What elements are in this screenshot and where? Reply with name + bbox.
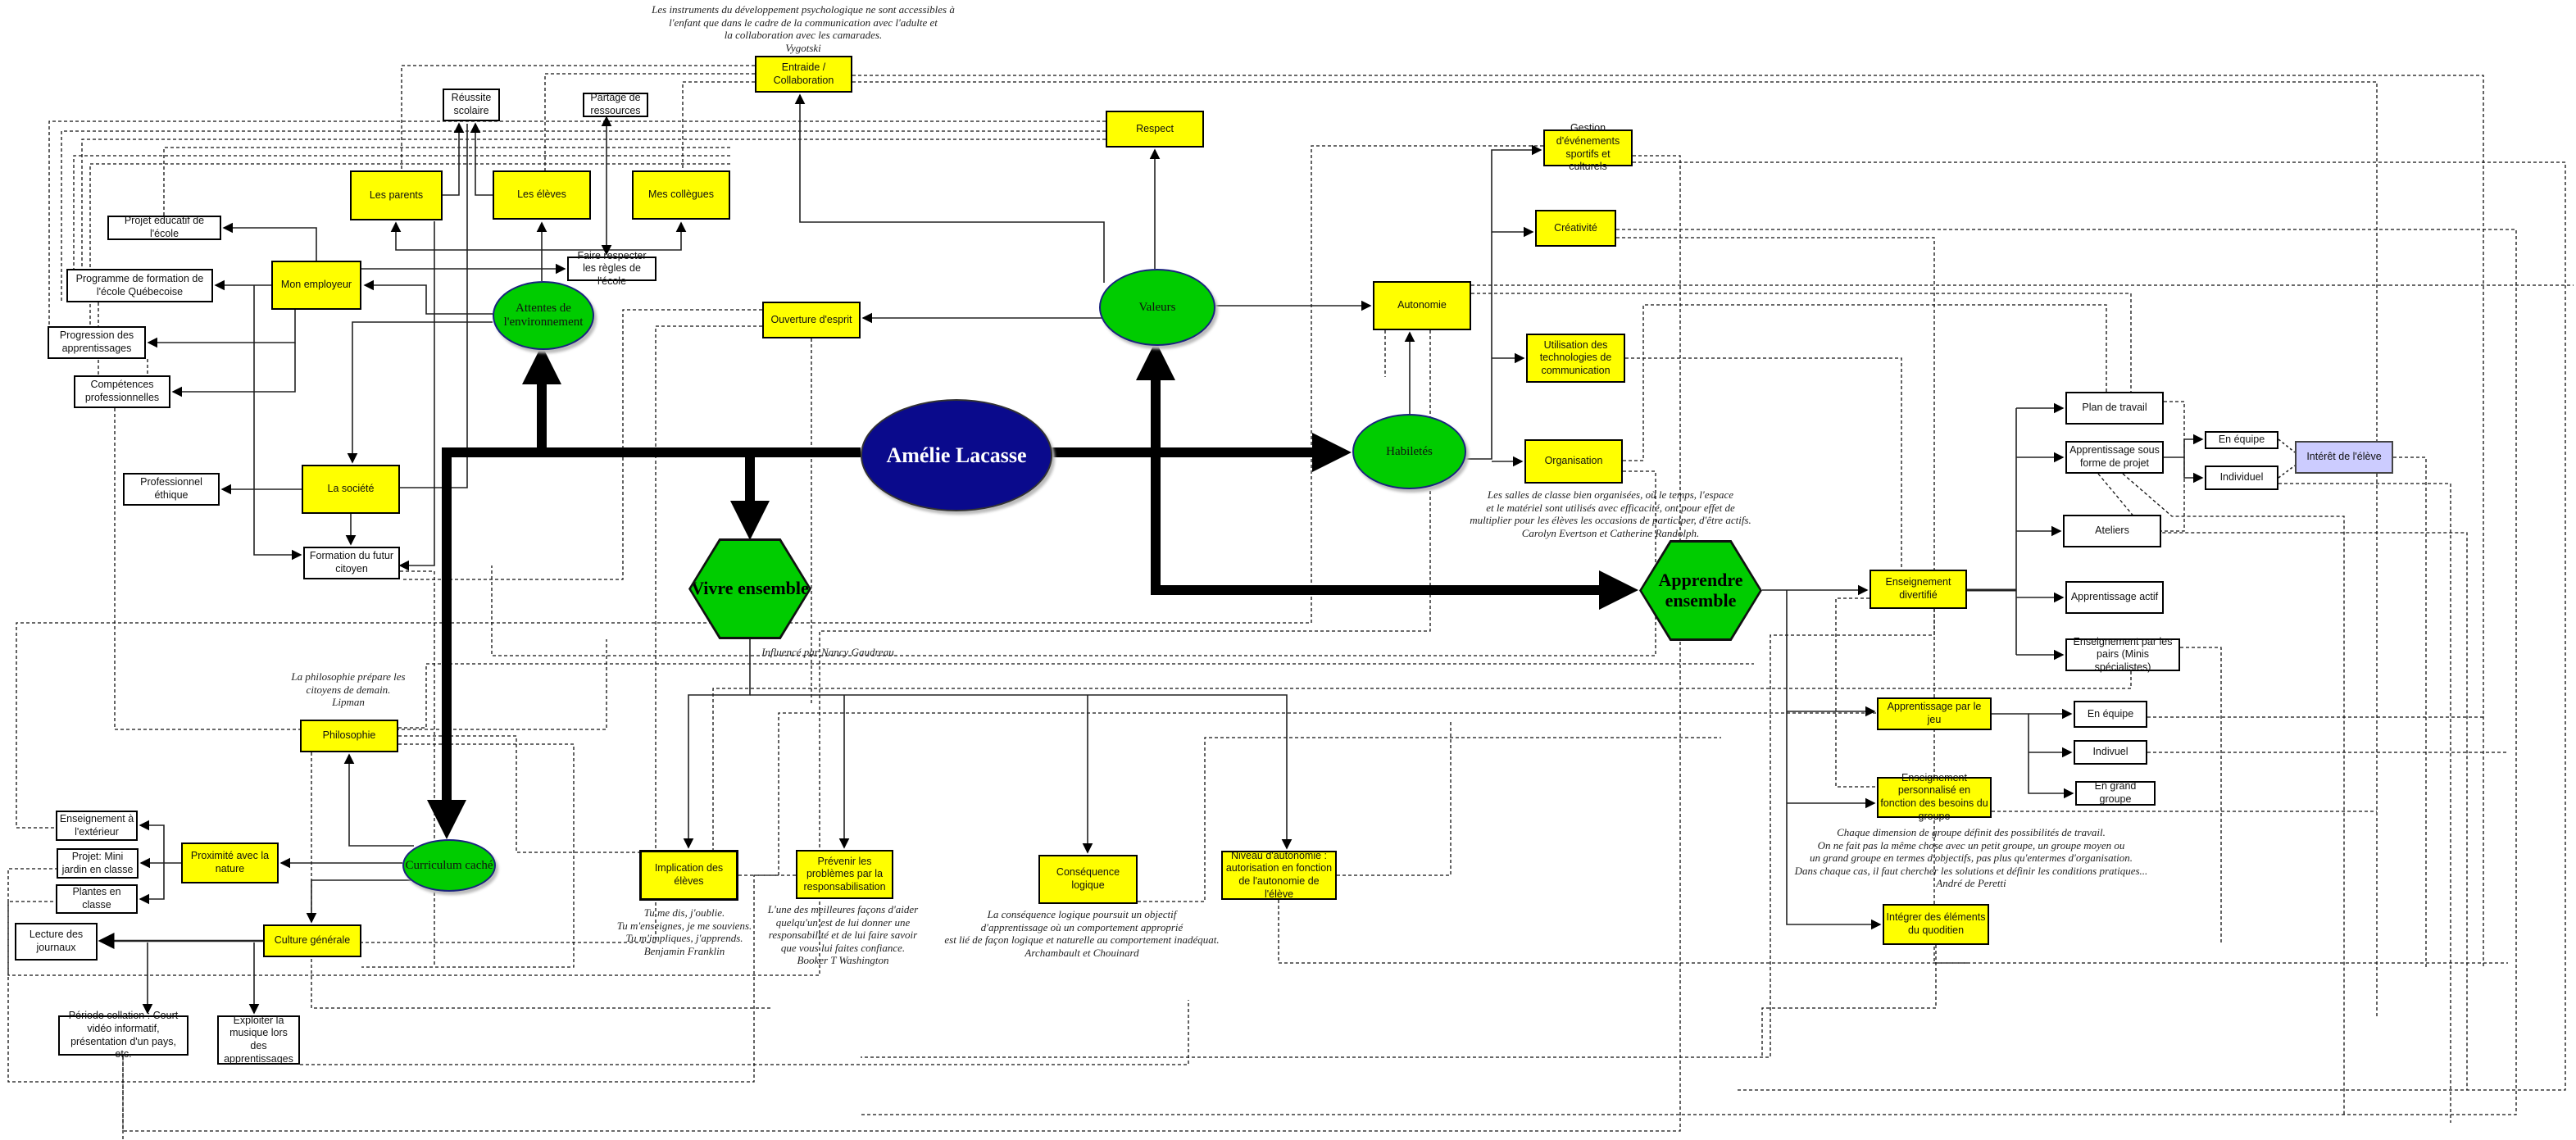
node-plan-travail[interactable]: Plan de travail — [2065, 392, 2164, 425]
node-organisation[interactable]: Organisation — [1524, 439, 1623, 484]
node-equipe-jeu[interactable]: En équipe — [2074, 701, 2147, 728]
quote-washington: L'une des meilleures façons d'aider quel… — [767, 903, 919, 967]
node-ouverture[interactable]: Ouverture d'esprit — [762, 302, 861, 338]
branch-valeurs[interactable]: Valeurs — [1099, 269, 1215, 346]
node-creativite[interactable]: Créativité — [1535, 210, 1616, 247]
node-futur-citoyen[interactable]: Formation du futur citoyen — [303, 547, 400, 579]
node-ateliers[interactable]: Ateliers — [2063, 515, 2161, 547]
node-consequence[interactable]: Conséquence logique — [1038, 855, 1138, 904]
node-proximite[interactable]: Proximité avec la nature — [181, 843, 279, 883]
node-indivuel-jeu[interactable]: Indivuel — [2074, 740, 2147, 765]
node-collation[interactable]: Période collation : Court vidéo informat… — [58, 1010, 189, 1060]
node-eleves[interactable]: Les élèves — [493, 170, 591, 220]
node-jeu[interactable]: Apprentissage par le jeu — [1877, 697, 1992, 730]
solid-links — [98, 93, 2296, 1015]
branch-attentes-label: Attentes de l'environnement — [503, 302, 584, 329]
dashed-links — [7, 65, 2574, 1139]
node-prevenir[interactable]: Prévenir les problèmes par la responsabi… — [796, 850, 893, 899]
quote-evertson: Les salles de classe bien organisées, où… — [1470, 488, 1751, 539]
quote-archambault: La conséquence logique poursuit un objec… — [944, 908, 1220, 959]
node-ethique[interactable]: Professionnel éthique — [123, 473, 220, 506]
branch-habiletes[interactable]: Habiletés — [1352, 414, 1466, 489]
branch-apprendre-ensemble[interactable]: Apprendre ensemble — [1639, 540, 1762, 641]
node-collegues[interactable]: Mes collègues — [632, 170, 730, 220]
branch-vivre-ensemble[interactable]: Vivre ensemble — [688, 538, 811, 639]
quote-gaudreau: Influencé par Nancy Gaudreau — [761, 646, 894, 658]
node-equipe-projet[interactable]: En équipe — [2205, 431, 2278, 449]
node-competences[interactable]: Compétences professionnelles — [74, 375, 170, 408]
node-quotidien[interactable]: Intégrer des éléments du quoditien — [1883, 904, 1989, 945]
node-respect[interactable]: Respect — [1106, 111, 1204, 148]
branch-apprendre-label: Apprendre ensemble — [1642, 543, 1760, 638]
node-philosophie[interactable]: Philosophie — [300, 720, 398, 752]
node-progression[interactable]: Progression des apprentissages — [48, 326, 146, 359]
branch-valeurs-label: Valeurs — [1138, 300, 1176, 314]
node-technologies[interactable]: Utilisation des technologies de communic… — [1526, 334, 1625, 383]
quote-franklin: Tu me dis, j'oublie. Tu m'enseignes, je … — [616, 906, 752, 957]
node-implication[interactable]: Implication des élèves — [639, 850, 738, 901]
node-parents[interactable]: Les parents — [350, 170, 443, 220]
branch-curriculum-label: Curriculum caché — [405, 858, 493, 872]
node-faire-respecter[interactable]: Faire respecter les règles de l'école — [567, 250, 656, 287]
node-apprentissage-actif[interactable]: Apprentissage actif — [2065, 581, 2164, 614]
branch-curriculum[interactable]: Curriculum caché — [402, 839, 496, 892]
node-employeur[interactable]: Mon employeur — [271, 261, 361, 310]
node-grand-groupe[interactable]: En grand groupe — [2075, 780, 2156, 806]
quote-lipman: La philosophie prépare les citoyens de d… — [291, 670, 406, 709]
node-pairs[interactable]: Enseignement par les pairs (Minis spécia… — [2065, 636, 2180, 673]
node-reussite[interactable]: Réussite scolaire — [443, 89, 500, 121]
node-jardin[interactable]: Projet: Mini jardin en classe — [57, 848, 139, 879]
node-niveau-autonomie[interactable]: Niveau d'autonomie : autorisation en fon… — [1221, 850, 1337, 900]
branch-habiletes-label: Habiletés — [1386, 444, 1433, 458]
node-divertifie[interactable]: Enseignement divertifié — [1870, 570, 1967, 609]
node-entraide[interactable]: Entraide / Collaboration — [755, 56, 852, 93]
center-label: Amélie Lacasse — [886, 443, 1027, 467]
node-autonomie[interactable]: Autonomie — [1373, 281, 1471, 330]
quote-peretti: Chaque dimension de groupe définit des p… — [1794, 826, 2148, 890]
node-projet[interactable]: Apprentissage sous forme de projet — [2065, 441, 2164, 474]
node-musique[interactable]: Exploiter la musique lors des apprentiss… — [217, 1015, 300, 1065]
node-interet-eleve[interactable]: Intérêt de l'élève — [2295, 441, 2393, 474]
node-gestion[interactable]: Gestion d'événements sportifs et culture… — [1543, 122, 1633, 172]
node-journaux[interactable]: Lecture des journaux — [15, 923, 98, 961]
node-projet-educatif[interactable]: Projet éducatif de l'école — [107, 215, 221, 240]
node-societe[interactable]: La société — [302, 465, 400, 514]
node-exterieur[interactable]: Enseignement à l'extérieur — [56, 811, 138, 841]
node-plantes[interactable]: Plantes en classe — [56, 884, 138, 914]
center-node[interactable]: Amélie Lacasse — [861, 399, 1052, 511]
branch-attentes[interactable]: Attentes de l'environnement — [493, 281, 594, 350]
branch-vivre-label: Vivre ensemble — [691, 541, 809, 637]
main-arrows — [427, 341, 1638, 839]
quote-vygotski: Les instruments du développement psychol… — [652, 3, 955, 54]
node-personnalise[interactable]: Enseignement personnalisé en fonction de… — [1877, 772, 1992, 822]
node-culture[interactable]: Culture générale — [263, 924, 361, 957]
node-programme[interactable]: Programme de formation de l'école Québec… — [66, 269, 213, 302]
node-individuel-projet[interactable]: Individuel — [2205, 466, 2278, 490]
node-partage[interactable]: Partage de ressources — [583, 92, 648, 117]
